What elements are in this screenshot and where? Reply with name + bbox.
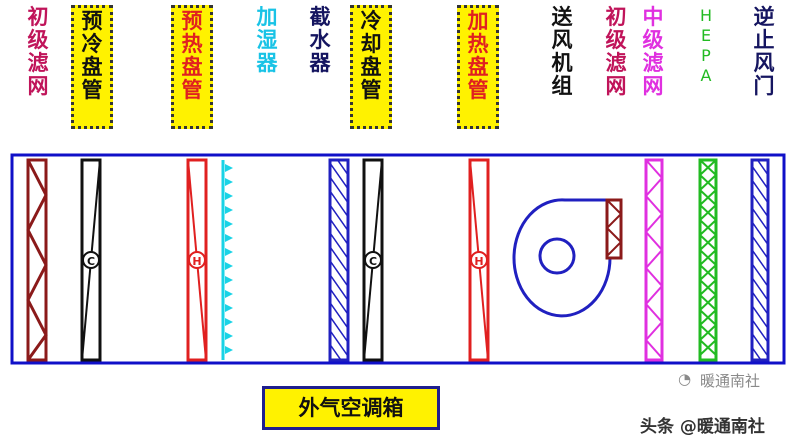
unit-title: 外气空调箱 — [262, 386, 440, 430]
humidifier-nozzle — [225, 220, 233, 228]
coil-letter-c: C — [87, 255, 95, 268]
humidifier-nozzle — [225, 178, 233, 186]
label-primary-filter-1: 初级 滤网 — [27, 5, 49, 98]
label-cooling-coil: 冷却 盘管 — [360, 9, 382, 102]
label-eliminator: 截水 器 — [309, 5, 331, 75]
humidifier-nozzle — [225, 262, 233, 270]
label-primary-filter-2: 初级 滤网 — [605, 5, 627, 98]
heating-coil: H — [468, 158, 490, 362]
label-precool-coil: 预冷 盘管 — [81, 9, 103, 102]
supply-fan — [512, 198, 623, 318]
preheat-coil: H — [186, 158, 208, 362]
hepa-filter — [698, 158, 718, 362]
label-check-valve: 逆止 风门 — [753, 5, 775, 98]
label-preheat-coil: 预热 盘管 — [181, 9, 203, 102]
humidifier-nozzle — [225, 192, 233, 200]
cooling-coil: C — [362, 158, 384, 362]
humidifier-nozzle — [225, 206, 233, 214]
watermark-text: 暖通南社 — [700, 372, 761, 390]
label-medium-filter: 中级 滤网 — [642, 5, 664, 98]
humidifier-nozzle — [225, 304, 233, 312]
wechat-icon: ◔ — [678, 370, 692, 388]
humidifier-nozzle — [225, 276, 233, 284]
humidifier-nozzle — [225, 290, 233, 298]
humidifier — [221, 160, 233, 360]
highlight-box-preheat: 预热 盘管 — [171, 5, 213, 129]
coil-letter-h: H — [474, 255, 483, 268]
highlight-box-cooling: 冷却 盘管 — [350, 5, 392, 129]
humidifier-nozzle — [225, 164, 233, 172]
check-valve — [750, 158, 770, 362]
humidifier-nozzle — [225, 234, 233, 242]
label-hepa: H E P A — [699, 6, 713, 85]
humidifier-nozzle — [225, 318, 233, 326]
precool-coil: C — [80, 158, 102, 362]
label-supply-fan: 送风 机组 — [551, 5, 573, 98]
highlight-box-precool: 预冷 盘管 — [71, 5, 113, 129]
eliminator — [328, 158, 350, 362]
primary-filter-2 — [644, 158, 664, 362]
watermark-toutiao: 头条 @暖通南社 — [640, 417, 765, 437]
label-heating-coil: 加热 盘管 — [467, 9, 489, 102]
highlight-box-heating: 加热 盘管 — [457, 5, 499, 129]
coil-letter-h: H — [192, 255, 201, 268]
humidifier-nozzle — [225, 332, 233, 340]
label-humidifier: 加湿 器 — [256, 5, 278, 75]
casing-frame — [10, 153, 786, 365]
coil-letter-c: C — [369, 255, 377, 268]
humidifier-nozzle — [225, 248, 233, 256]
humidifier-nozzle — [225, 346, 233, 354]
primary-filter-1 — [26, 158, 48, 362]
